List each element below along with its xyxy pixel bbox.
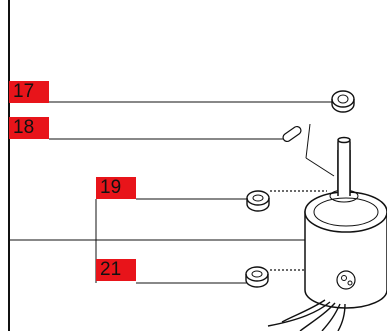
motor-body [304,211,387,309]
callout-18: 18 [9,117,49,139]
leader-18-tick [305,123,311,159]
motor-assembly [304,136,387,309]
motor-wires [267,299,346,331]
washer-21 [245,266,269,288]
callout-19: 19 [96,177,136,199]
washer-17 [331,90,355,113]
pin-18 [282,125,302,143]
washer-19 [246,190,270,212]
callout-17: 17 [9,81,49,103]
leader-18-diagonal [305,157,335,177]
leader-lines [9,101,335,284]
callout-21: 21 [96,259,136,281]
